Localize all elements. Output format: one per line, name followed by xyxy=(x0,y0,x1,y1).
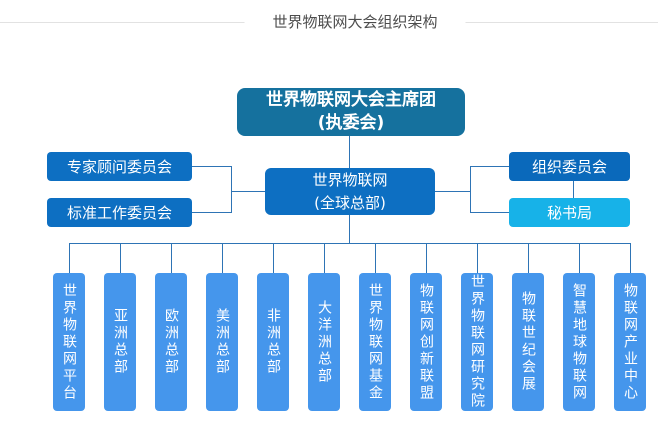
branch-label: 非洲总部 xyxy=(265,308,281,376)
connector-root-to-hq xyxy=(349,136,350,168)
connector-hq-to-bus xyxy=(349,215,350,243)
connector-secretariat xyxy=(470,212,509,213)
node-branch-iot-century-exhibition: 物联世纪会展 xyxy=(512,273,544,411)
node-branch-world-iot-platform: 世界物联网平台 xyxy=(53,273,85,411)
connector-drop-9 xyxy=(477,243,478,273)
node-branch-smart-planet-iot: 智慧地球物联网 xyxy=(563,273,595,411)
branch-label: 欧洲总部 xyxy=(163,308,179,376)
node-branch-iot-innovation-alliance: 物联网创新联盟 xyxy=(410,273,442,411)
connector-organizing-committee xyxy=(470,166,509,167)
connector-drop-5 xyxy=(273,243,274,273)
connector-right-bracket xyxy=(470,166,471,213)
branch-label: 亚洲总部 xyxy=(112,308,128,376)
connector-drop-7 xyxy=(375,243,376,273)
global-hq-label-line2: (全球总部) xyxy=(314,193,386,212)
connector-expert-committee xyxy=(192,166,231,167)
connector-drop-2 xyxy=(120,243,121,273)
connector-drop-8 xyxy=(426,243,427,273)
organizing-committee-label: 组织委员会 xyxy=(531,158,607,176)
node-standards-working-committee: 标准工作委员会 xyxy=(47,198,192,227)
branch-label: 世界物联网平台 xyxy=(61,282,77,402)
global-hq-label-line1: 世界物联网 xyxy=(312,171,388,189)
node-branch-world-iot-research-institute: 世界物联网研究院 xyxy=(461,273,493,411)
expert-advisory-committee-label: 专家顾问委员会 xyxy=(66,158,172,176)
connector-standards-committee xyxy=(192,212,231,213)
node-branch-iot-industry-center: 物联网产业中心 xyxy=(614,273,646,411)
page-title: 世界物联网大会组织架构 xyxy=(244,13,466,31)
connector-drop-6 xyxy=(324,243,325,273)
node-branch-africa-hq: 非洲总部 xyxy=(257,273,289,411)
connector-left-to-hq xyxy=(231,191,265,192)
node-branch-americas-hq: 美洲总部 xyxy=(206,273,238,411)
node-branch-asia-hq: 亚洲总部 xyxy=(104,273,136,411)
connector-hq-to-right xyxy=(435,191,470,192)
branch-label: 世界物联网基金 xyxy=(367,282,383,402)
node-organizing-committee: 组织委员会 xyxy=(509,152,630,181)
standards-working-committee-label: 标准工作委员会 xyxy=(66,204,172,222)
connector-drop-12 xyxy=(630,243,631,273)
connector-drop-1 xyxy=(69,243,70,273)
node-expert-advisory-committee: 专家顾问委员会 xyxy=(47,152,192,181)
connector-branch-bus xyxy=(69,243,630,244)
branch-label: 世界物联网研究院 xyxy=(469,274,485,410)
branch-label: 智慧地球物联网 xyxy=(571,282,587,402)
branch-label: 大洋洲总部 xyxy=(316,299,332,385)
branch-label: 物联网创新联盟 xyxy=(418,282,434,402)
connector-drop-10 xyxy=(528,243,529,273)
connector-drop-4 xyxy=(222,243,223,273)
node-global-hq: 世界物联网 (全球总部) xyxy=(265,168,435,215)
node-branch-world-iot-fund: 世界物联网基金 xyxy=(359,273,391,411)
node-branch-europe-hq: 欧洲总部 xyxy=(155,273,187,411)
connector-drop-11 xyxy=(579,243,580,273)
branch-label: 物联网产业中心 xyxy=(622,282,638,402)
secretariat-label: 秘书局 xyxy=(546,204,592,222)
node-presidium: 世界物联网大会主席团 (执委会) xyxy=(237,88,465,136)
branch-label: 物联世纪会展 xyxy=(520,291,536,393)
node-secretariat: 秘书局 xyxy=(509,198,630,227)
branch-label: 美洲总部 xyxy=(214,308,230,376)
connector-organizing-to-secretariat xyxy=(573,181,574,198)
connector-drop-3 xyxy=(171,243,172,273)
presidium-label-line1: 世界物联网大会主席团 xyxy=(266,90,436,111)
node-branch-oceania-hq: 大洋洲总部 xyxy=(308,273,340,411)
connector-left-bracket xyxy=(231,166,232,213)
presidium-label-line2: (执委会) xyxy=(317,113,385,133)
